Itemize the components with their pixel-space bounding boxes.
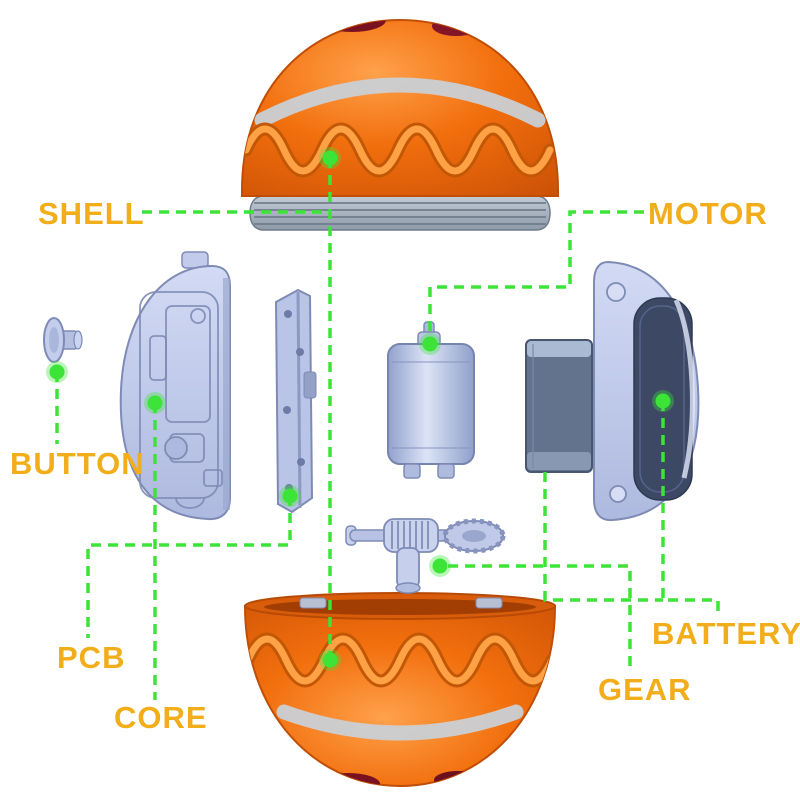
gear-callout-dot [429,555,451,577]
shell-callout-dot [319,147,341,169]
battery-callout-line [661,401,720,614]
battery-part [525,339,593,473]
battery-bottom-face [527,452,591,470]
gear-label: GEAR [598,672,692,707]
labels: SHELL MOTOR BUTTON PCB CORE BATTERY GEAR [10,196,800,735]
shell-bottom-tab [299,597,327,609]
shell-bottom-rim-inner [264,599,536,615]
core-left-inner-details [139,291,223,509]
motor-label: MOTOR [648,196,768,231]
core-right-edge-highlight [673,298,695,479]
pcb-board [274,288,314,514]
gear-crown-hub [462,530,486,542]
shell-bottom-part [243,592,557,788]
pcb-connector [303,371,317,399]
shell-bottom-spot [434,771,482,786]
core-right-hole-top [606,282,626,302]
shell-top-thread-collar [249,195,551,231]
motor-callout-dot [419,333,441,355]
gear-part [345,518,506,594]
gear-crown-teeth [442,518,506,554]
core-right-half-part [593,260,700,522]
motor-terminal [403,463,421,479]
battery-callout-dot [652,390,674,412]
pcb-part [274,288,317,514]
gear-axle-peg [396,547,420,589]
battery-body [526,340,592,472]
callout-lines [55,158,720,700]
pcb-callout-line [86,496,292,638]
shell-bottom-callout-dot [319,649,341,671]
core-left-edge-shade [223,278,230,510]
core-label: CORE [114,700,208,735]
core-right-hole-bottom [609,485,627,503]
core-left-shell [119,264,231,521]
core-left-half-part [119,251,231,521]
core-callout-dot [144,392,166,414]
motor-part [387,321,475,479]
motor-callout-line [428,210,644,344]
shell-top-part [241,18,559,231]
button-label: BUTTON [10,446,145,481]
shell-bottom-tab [475,597,503,609]
gear-worm-ridges [391,521,429,549]
motor-terminal [437,463,455,479]
button-tip [73,330,83,350]
battery-outline [525,339,593,473]
callout-dots [46,147,674,671]
shell-bottom-gray-band [276,704,524,741]
button-cap-face [49,327,59,353]
shell-bottom-dome [243,605,557,788]
shell-bottom-wave-highlight [245,635,555,685]
battery-callout-branch [543,472,663,602]
gear-axle-flange [395,582,421,594]
shell-top-spot [318,20,386,32]
shell-top-threads [254,202,546,225]
shell-top-gray-band [254,77,546,128]
shell-top-wave-highlight [242,125,554,175]
button-callout-dot [46,361,68,383]
gear-callout-line [448,564,632,672]
shell-top-spot [432,20,480,36]
pcb-callout-dot [279,485,301,507]
battery-top-face [527,341,591,357]
button-part [43,317,83,363]
pcb-label: PCB [57,640,125,675]
battery-label: BATTERY [652,616,800,651]
pcb-fold-edge [296,291,302,509]
shell-label: SHELL [38,196,145,231]
